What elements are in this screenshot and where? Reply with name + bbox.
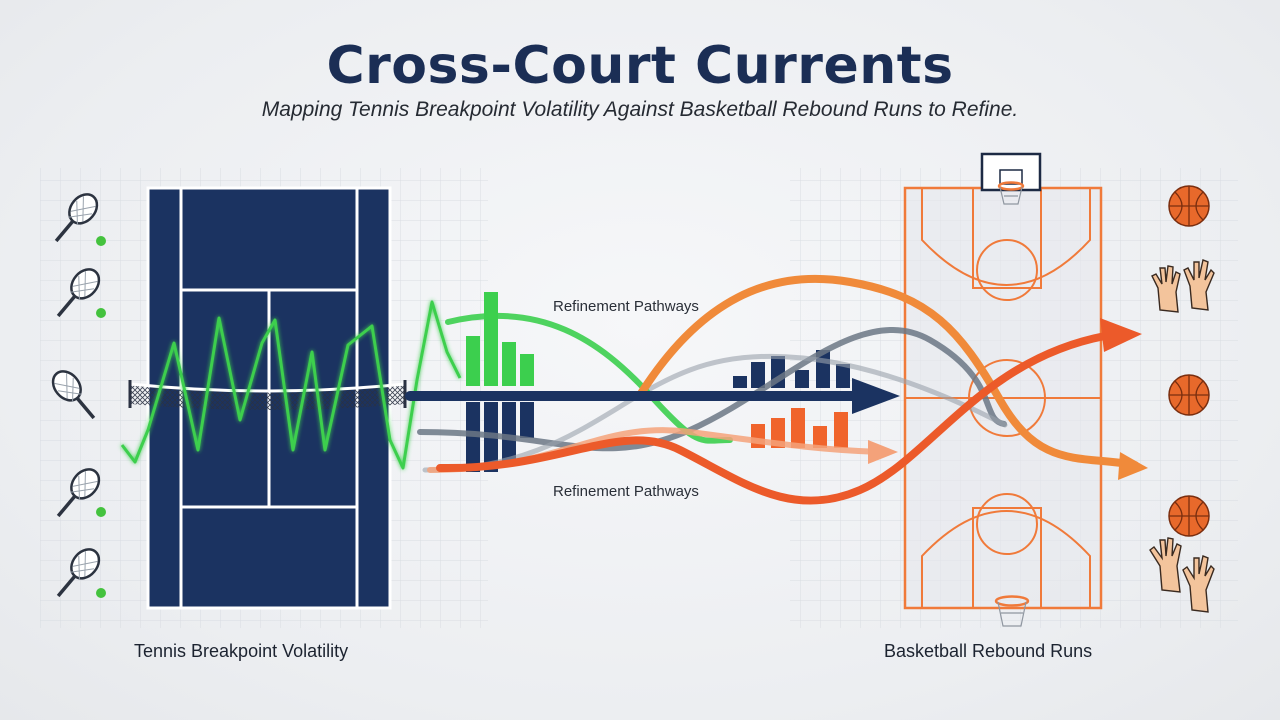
tennis-icon-column	[51, 193, 106, 598]
pathway-label-lower: Refinement Pathways	[553, 483, 699, 500]
basketball-icon	[1168, 185, 1210, 227]
tennis-racket-icon	[56, 548, 101, 598]
page-title: Cross-Court Currents	[326, 36, 954, 96]
pathway-label-upper: Refinement Pathways	[553, 298, 699, 315]
basketball-hoop-icon	[980, 152, 1042, 205]
basketball-hoop-icon	[994, 595, 1030, 627]
tennis-racket-icon	[51, 370, 96, 420]
basketball-panel-caption: Basketball Rebound Runs	[884, 641, 1093, 661]
tennis-ball-icon	[96, 236, 106, 246]
tennis-racket-icon	[56, 468, 101, 518]
tennis-ball-icon	[96, 588, 106, 598]
tennis-racket-icon	[56, 268, 101, 318]
refinement-currents	[405, 274, 1148, 505]
page-subtitle: Mapping Tennis Breakpoint Volatility Aga…	[261, 98, 1019, 121]
tennis-racket-icon	[54, 193, 99, 243]
basketball-icon	[1168, 374, 1210, 416]
tennis-ball-icon	[96, 507, 106, 517]
tennis-ball-icon	[96, 308, 106, 318]
raised-hands-icon	[1151, 259, 1215, 313]
tennis-panel-caption: Tennis Breakpoint Volatility	[134, 641, 349, 661]
basketball-icon	[1168, 495, 1210, 537]
raised-hands-icon	[1149, 537, 1215, 613]
basketball-icon-column	[1149, 185, 1215, 613]
